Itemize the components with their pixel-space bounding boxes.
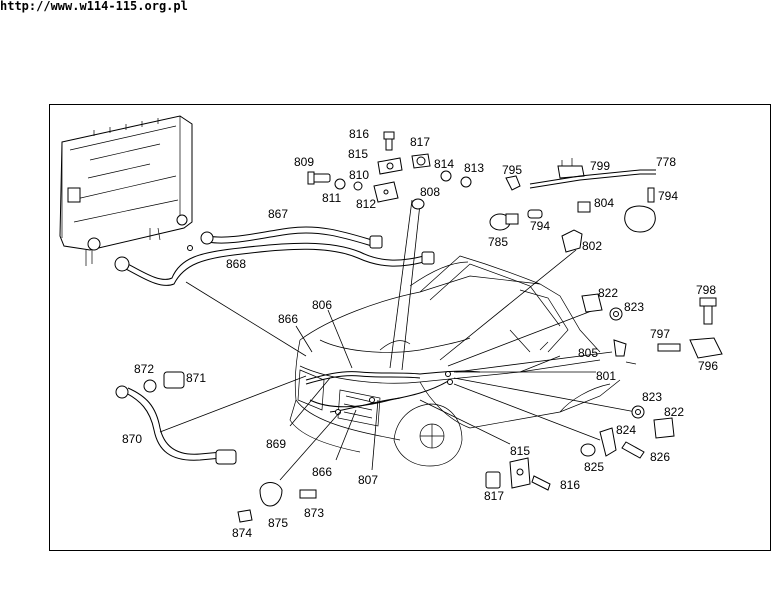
callout-797: 797 [650,327,670,341]
callout-866b: 866 [312,465,332,479]
callout-870: 870 [122,432,142,446]
callout-807: 807 [358,473,378,487]
callout-874: 874 [232,526,252,540]
cooling-pipes [114,226,435,286]
callout-785: 785 [488,235,508,249]
callout-804: 804 [594,196,614,210]
callout-873: 873 [304,506,324,520]
callout-816a: 816 [349,127,369,141]
callout-866a: 866 [278,312,298,326]
callout-868: 868 [226,257,246,271]
callout-823a: 823 [624,300,644,314]
callout-824: 824 [616,423,636,437]
callout-812: 812 [356,197,376,211]
callout-809: 809 [294,155,314,169]
callout-817b: 817 [484,489,504,503]
radiator [59,115,193,266]
callout-810: 810 [349,168,369,182]
car-body [289,255,621,467]
callout-822b: 822 [664,405,684,419]
diagram-frame [49,104,771,551]
callout-813: 813 [464,161,484,175]
callout-815b: 815 [510,444,530,458]
bottom-parts [115,371,551,523]
leader-lines [159,199,637,481]
callout-labels: 816 815 817 809 810 811 812 808 814 813 … [122,127,718,540]
callout-825: 825 [584,460,604,474]
callout-798: 798 [696,283,716,297]
callout-816b: 816 [560,478,580,492]
callout-872: 872 [134,362,154,376]
callout-869: 869 [266,437,286,451]
harness-lines [305,370,481,415]
callout-808: 808 [420,185,440,199]
website-url: http://www.w114-115.org.pl [0,0,188,13]
callout-806: 806 [312,298,332,312]
callout-778: 778 [656,155,676,169]
callout-814: 814 [434,157,454,171]
callout-871: 871 [186,371,206,385]
callout-794a: 794 [658,189,678,203]
callout-822a: 822 [598,286,618,300]
right-side-parts [580,293,723,459]
callout-796: 796 [698,359,718,373]
callout-875: 875 [268,516,288,530]
callout-867: 867 [268,207,288,221]
callout-826: 826 [650,450,670,464]
callout-795: 795 [502,163,522,177]
callout-815a: 815 [348,147,368,161]
callout-799: 799 [590,159,610,173]
callout-794b: 794 [530,219,550,233]
callout-805: 805 [578,346,598,360]
callout-823b: 823 [642,390,662,404]
top-center-parts [307,131,656,253]
callout-802: 802 [582,239,602,253]
callout-811: 811 [322,191,341,205]
callout-801: 801 [596,369,616,383]
callout-817a: 817 [410,135,430,149]
